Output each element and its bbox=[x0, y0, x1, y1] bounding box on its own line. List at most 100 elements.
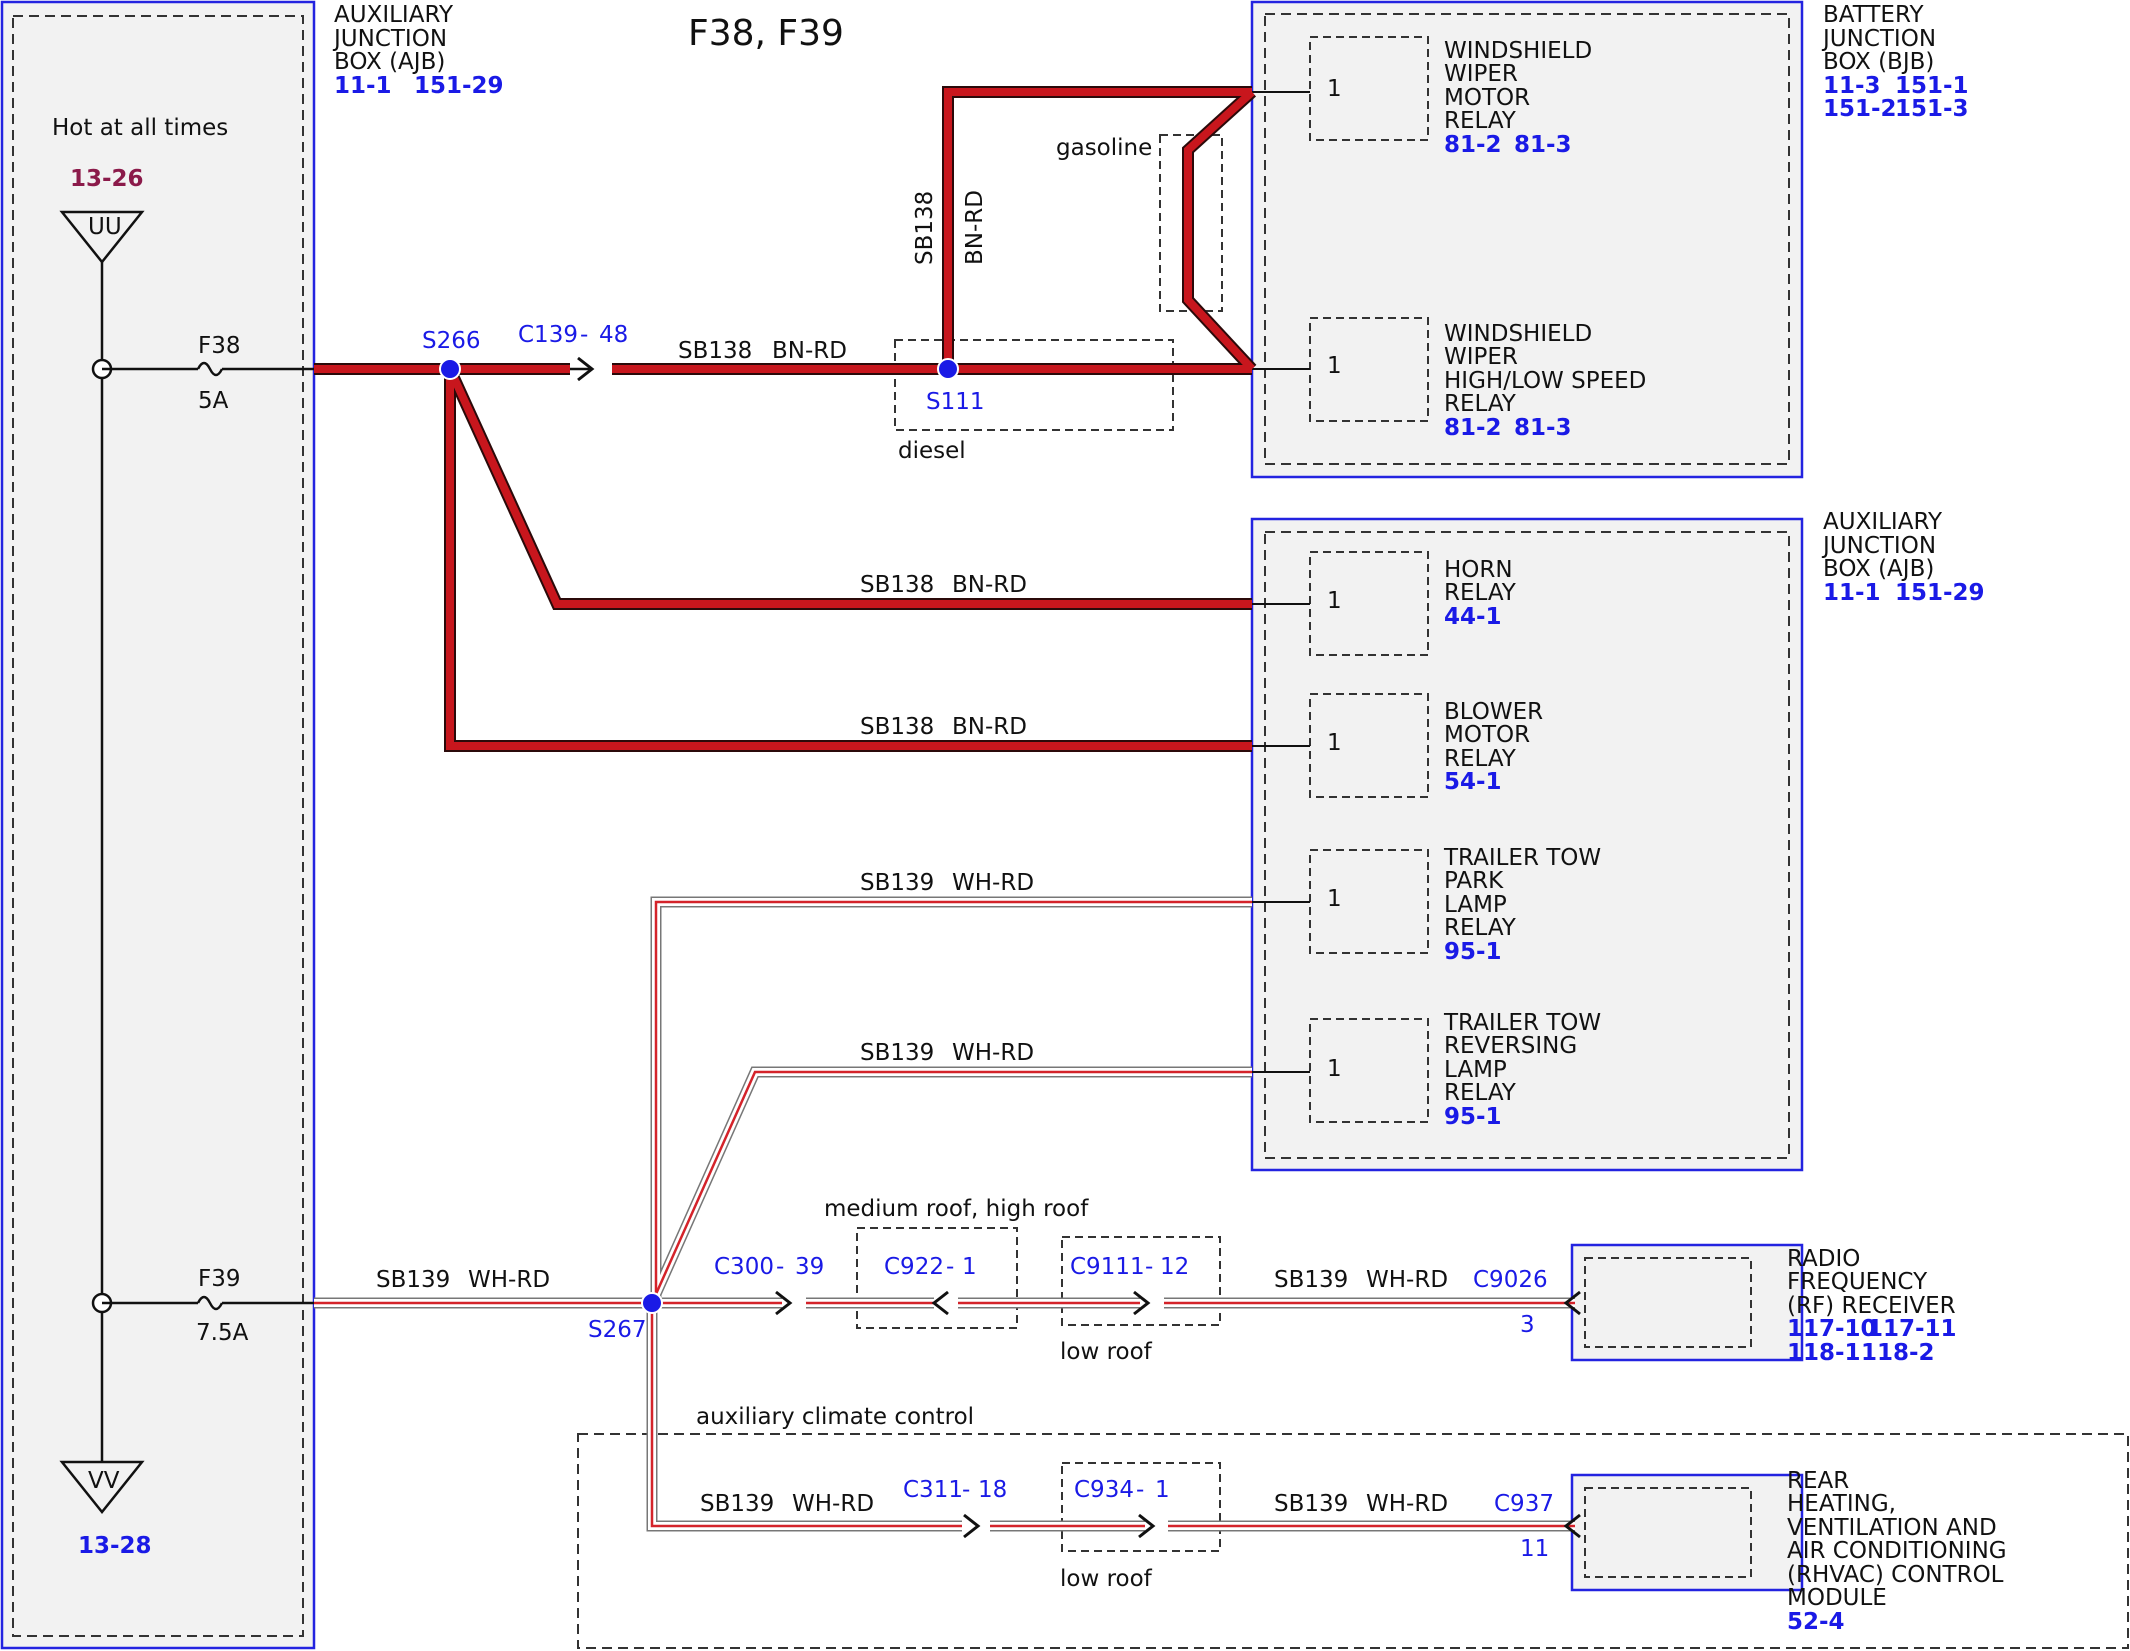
svg-text:54-1: 54-1 bbox=[1444, 769, 1502, 795]
svg-text:(RHVAC) CONTROL: (RHVAC) CONTROL bbox=[1787, 1562, 2004, 1588]
low-roof-label-2: low roof bbox=[1060, 1566, 1153, 1592]
svg-text:FREQUENCY: FREQUENCY bbox=[1787, 1269, 1928, 1295]
svg-text:12: 12 bbox=[1160, 1254, 1189, 1280]
svg-text:HORN: HORN bbox=[1444, 557, 1513, 583]
svg-text:7.5A: 7.5A bbox=[196, 1320, 249, 1346]
ajb-right-box bbox=[1250, 517, 1804, 1172]
c934-label: C934 - 1 bbox=[1074, 1477, 1170, 1503]
svg-text:SB139: SB139 bbox=[860, 1040, 934, 1066]
rf-receiver-module bbox=[1570, 1243, 1804, 1362]
splice-s111: S111 bbox=[926, 358, 985, 415]
svg-text:VV: VV bbox=[88, 1468, 120, 1494]
svg-text:(RF) RECEIVER: (RF) RECEIVER bbox=[1787, 1293, 1956, 1319]
bjb-name: BATTERY JUNCTION BOX (BJB) 11-3 151-1 15… bbox=[1821, 2, 1969, 122]
c922-label: C922 - 1 bbox=[884, 1254, 977, 1280]
svg-text:1: 1 bbox=[1327, 1056, 1342, 1082]
wire-label-sb139-rhvac-left: SB139 WH-RD bbox=[700, 1491, 874, 1517]
diesel-label: diesel bbox=[898, 438, 966, 464]
relay-blower-motor: 1 BLOWER MOTOR RELAY 54-1 bbox=[1252, 693, 1543, 798]
svg-text:C9111: C9111 bbox=[1070, 1254, 1145, 1280]
svg-text:1: 1 bbox=[1327, 588, 1342, 614]
svg-text:TRAILER TOW: TRAILER TOW bbox=[1443, 1010, 1601, 1036]
svg-text:11-3: 11-3 bbox=[1823, 73, 1881, 99]
svg-text:S111: S111 bbox=[926, 389, 985, 415]
svg-text:95-1: 95-1 bbox=[1444, 1104, 1502, 1130]
wire-label-sb139-reversing: SB139 WH-RD bbox=[860, 1040, 1034, 1066]
wire-label-sb139-rf: SB139 WH-RD bbox=[1274, 1267, 1448, 1293]
svg-text:C934: C934 bbox=[1074, 1477, 1134, 1503]
svg-text:C139: C139 bbox=[518, 322, 578, 348]
svg-text:HIGH/LOW SPEED: HIGH/LOW SPEED bbox=[1444, 368, 1646, 394]
svg-text:WH-RD: WH-RD bbox=[792, 1491, 874, 1517]
svg-text:BN-RD: BN-RD bbox=[772, 338, 847, 364]
svg-text:1: 1 bbox=[1327, 886, 1342, 912]
svg-text:151-3: 151-3 bbox=[1895, 96, 1969, 122]
svg-text:C9026: C9026 bbox=[1473, 1267, 1548, 1293]
c934-option-box bbox=[1061, 1462, 1221, 1552]
c139-connector bbox=[570, 356, 595, 382]
svg-text:WH-RD: WH-RD bbox=[952, 1040, 1034, 1066]
connector-arrows bbox=[775, 1290, 1581, 1539]
svg-text:BATTERY: BATTERY bbox=[1823, 2, 1924, 28]
svg-text:1: 1 bbox=[1327, 353, 1342, 379]
left-ajb-name: AUXILIARY JUNCTION BOX (AJB) 11-1 151-29 bbox=[332, 2, 504, 99]
roof-option-label: medium roof, high roof bbox=[824, 1196, 1089, 1222]
svg-text:WINDSHIELD: WINDSHIELD bbox=[1444, 38, 1592, 64]
svg-text:C311: C311 bbox=[903, 1477, 963, 1503]
svg-text:1: 1 bbox=[1155, 1477, 1170, 1503]
svg-text:SB138: SB138 bbox=[860, 572, 934, 598]
relay-trailer-tow-reversing-lamp: 1 TRAILER TOW REVERSING LAMP RELAY 95-1 bbox=[1252, 1010, 1601, 1130]
fuse-f38: F38 5A bbox=[91, 333, 314, 414]
svg-text:MODULE: MODULE bbox=[1787, 1585, 1887, 1611]
aux-climate-region bbox=[577, 1433, 2129, 1649]
svg-text:11-1: 11-1 bbox=[334, 73, 392, 99]
svg-text:SB138: SB138 bbox=[860, 714, 934, 740]
svg-text:SB138: SB138 bbox=[678, 338, 752, 364]
svg-text:AUXILIARY: AUXILIARY bbox=[1823, 509, 1943, 535]
wh-rd-wire-stripe bbox=[314, 900, 1575, 1528]
svg-text:BOX (BJB): BOX (BJB) bbox=[1823, 49, 1934, 75]
svg-text:AIR CONDITIONING: AIR CONDITIONING bbox=[1787, 1538, 2007, 1564]
svg-text:REAR: REAR bbox=[1787, 1468, 1849, 1494]
svg-text:151-1: 151-1 bbox=[1895, 73, 1969, 99]
gasoline-label: gasoline bbox=[1056, 135, 1152, 161]
c922-option-box bbox=[856, 1227, 1018, 1329]
svg-text:SB139: SB139 bbox=[376, 1267, 450, 1293]
diesel-option-box bbox=[894, 339, 1174, 431]
ajb-right-name: AUXILIARY JUNCTION BOX (AJB) 11-1 151-29 bbox=[1821, 509, 1985, 606]
wire-label-sb139-feed: SB139 WH-RD bbox=[376, 1267, 550, 1293]
svg-text:81-3: 81-3 bbox=[1514, 132, 1572, 158]
top-ref-link[interactable]: 13-26 bbox=[70, 166, 144, 192]
svg-text:MOTOR: MOTOR bbox=[1444, 85, 1530, 111]
svg-text:MOTOR: MOTOR bbox=[1444, 722, 1530, 748]
svg-text:BN-RD: BN-RD bbox=[962, 190, 988, 265]
c9111-option-box bbox=[1061, 1236, 1221, 1326]
bottom-ref-link[interactable]: 13-28 bbox=[78, 1533, 152, 1559]
svg-text:JUNCTION: JUNCTION bbox=[332, 26, 447, 52]
hot-at-all-times-label: Hot at all times bbox=[52, 115, 228, 141]
svg-text:BLOWER: BLOWER bbox=[1444, 699, 1543, 725]
c9026-label: C9026 3 bbox=[1473, 1267, 1548, 1338]
relay-wiper-high-low: 1 WINDSHIELD WIPER HIGH/LOW SPEED RELAY … bbox=[1252, 317, 1646, 441]
svg-text:81-2: 81-2 bbox=[1444, 415, 1502, 441]
bn-rd-wire-outline bbox=[314, 86, 1257, 752]
svg-text:WH-RD: WH-RD bbox=[952, 870, 1034, 896]
relay-trailer-tow-park-lamp: 1 TRAILER TOW PARK LAMP RELAY 95-1 bbox=[1252, 845, 1601, 965]
wire-label-sb138-horn: SB138 BN-RD bbox=[860, 572, 1027, 598]
wire-label-sb139-rhvac-right: SB139 WH-RD bbox=[1274, 1491, 1448, 1517]
rhvac-name: REAR HEATING, VENTILATION AND AIR CONDIT… bbox=[1787, 1468, 2007, 1635]
wire-label-sb138-vertical: SB138 BN-RD bbox=[912, 190, 988, 265]
svg-text:S266: S266 bbox=[422, 328, 481, 354]
svg-text:RADIO: RADIO bbox=[1787, 1246, 1860, 1272]
c9111-label: C9111 - 12 bbox=[1070, 1254, 1189, 1280]
svg-text:95-1: 95-1 bbox=[1444, 939, 1502, 965]
svg-text:118-1: 118-1 bbox=[1787, 1340, 1861, 1366]
aux-climate-label: auxiliary climate control bbox=[696, 1404, 974, 1430]
svg-text:C922: C922 bbox=[884, 1254, 944, 1280]
low-roof-label-1: low roof bbox=[1060, 1339, 1153, 1365]
svg-text:5A: 5A bbox=[198, 388, 229, 414]
svg-text:RELAY: RELAY bbox=[1444, 391, 1517, 417]
svg-text:-: - bbox=[776, 1254, 784, 1280]
svg-text:1: 1 bbox=[1327, 76, 1342, 102]
